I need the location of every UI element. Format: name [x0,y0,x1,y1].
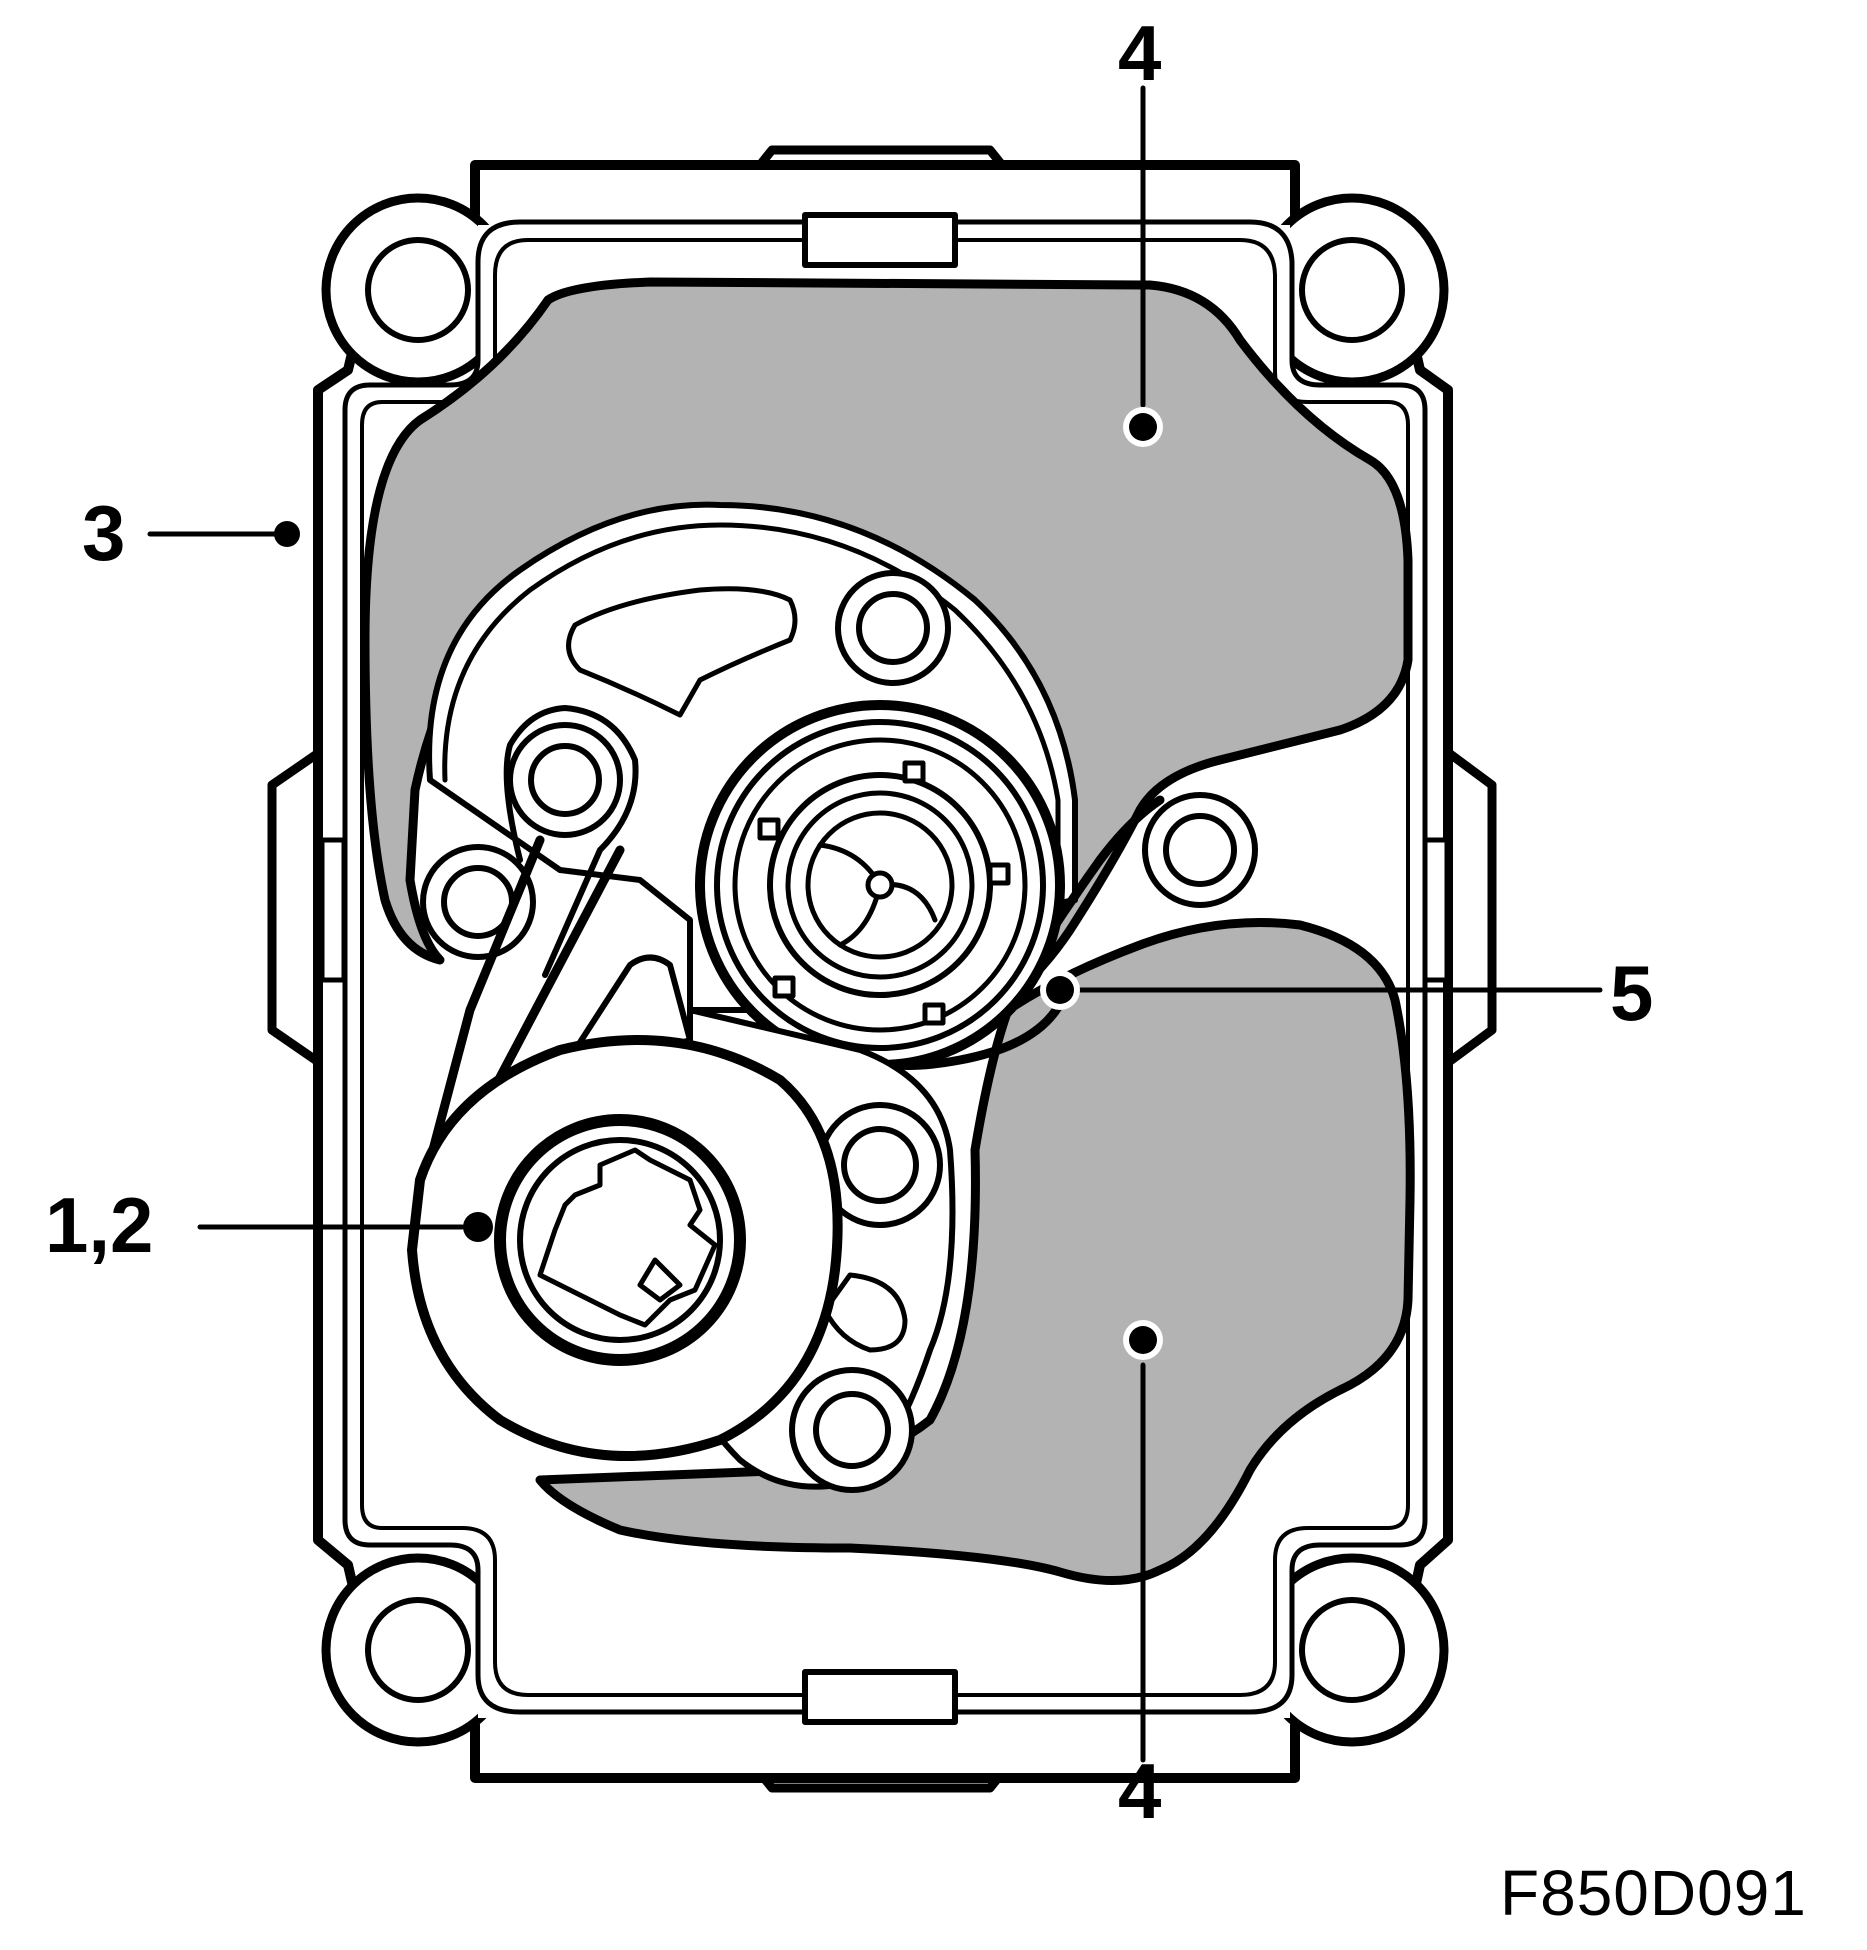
callout-dot-5 [1046,976,1074,1004]
callout-dot-4-top [1129,413,1157,441]
drive-wheel [407,1035,843,1461]
grey-area-bottom [535,918,1415,1586]
label-part-1-2: 1,2 [45,1181,153,1269]
callout-dot-1-2 [463,1212,493,1242]
center-gear-wheel [695,700,1065,1070]
label-part-3: 3 [82,489,125,577]
label-part-4-top: 4 [1118,9,1161,97]
callout-dot-4-bottom [1129,1326,1157,1354]
label-part-5: 5 [1610,949,1653,1037]
figure-code: F850D091 [1500,1857,1807,1929]
callout-leaders [147,85,1603,1763]
callout-dot-3 [274,521,300,547]
label-part-4-bottom: 4 [1118,1747,1161,1835]
